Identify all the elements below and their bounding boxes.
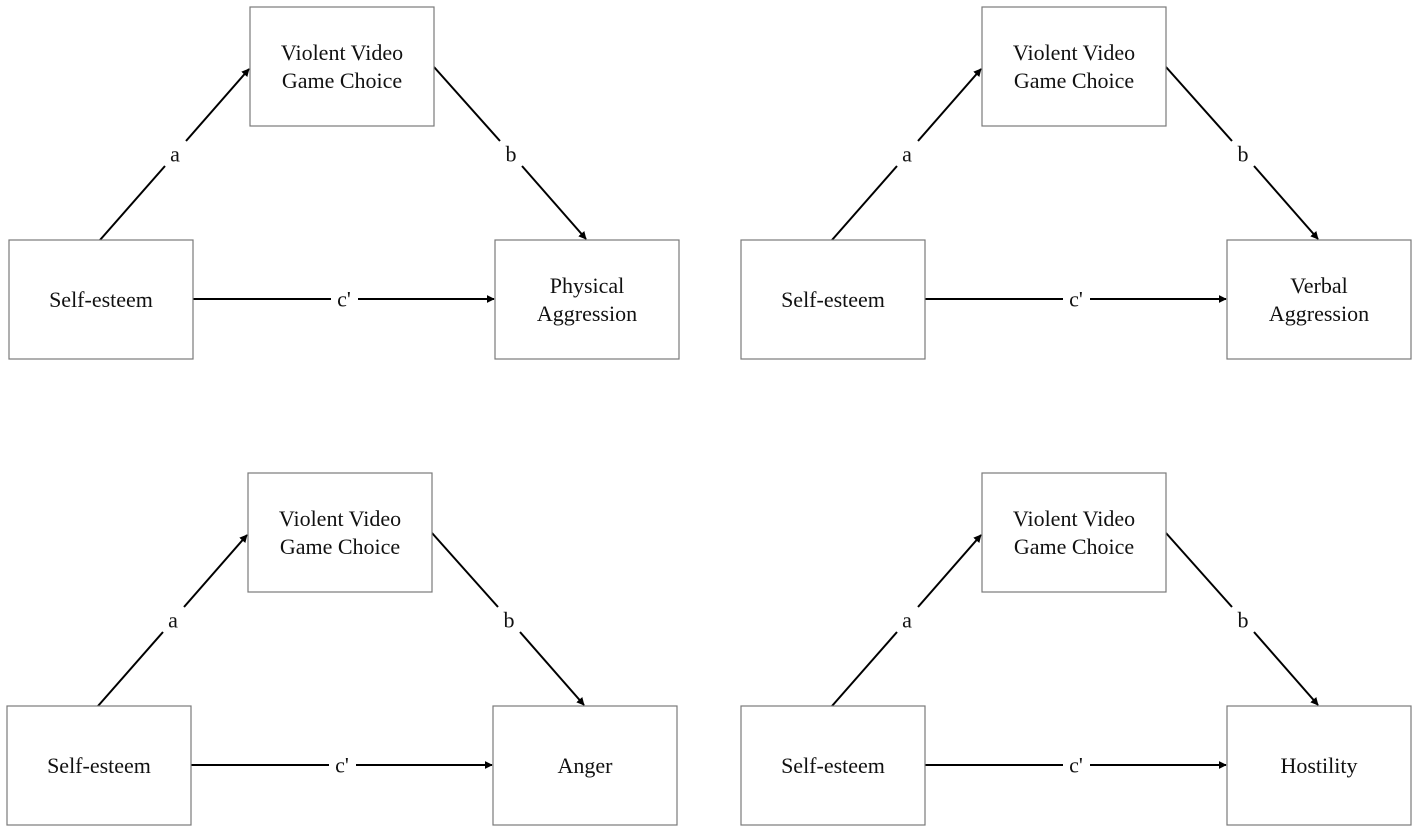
predictor-node-label: Self-esteem <box>49 287 153 312</box>
outcome-node-box <box>492 705 678 826</box>
predictor-node-box <box>6 705 192 826</box>
path-b-line <box>1165 532 1233 608</box>
mediator-node-label: Game Choice <box>1014 68 1134 93</box>
path-a-arrow <box>183 534 248 608</box>
path-b-line <box>433 66 501 142</box>
path-a-arrow <box>185 68 250 142</box>
outcome-node-label: Anger <box>558 753 614 778</box>
outcome-node: Hostility <box>1226 705 1412 826</box>
path-a-line <box>97 631 164 707</box>
predictor-node: Self-esteem <box>740 239 926 360</box>
path-b-arrow <box>1253 165 1319 240</box>
mediator-node-label: Violent Video <box>1013 506 1135 531</box>
path-b-arrow <box>519 631 585 706</box>
predictor-node: Self-esteem <box>6 705 192 826</box>
predictor-node-box <box>8 239 194 360</box>
outcome-node-label: Verbal <box>1290 273 1347 298</box>
path-b-arrow <box>1253 631 1319 706</box>
outcome-node-box <box>1226 239 1412 360</box>
path-a-label: a <box>902 608 912 633</box>
predictor-node: Self-esteem <box>740 705 926 826</box>
outcome-node-label: Aggression <box>1269 301 1369 326</box>
predictor-node-box <box>740 239 926 360</box>
predictor-node: Self-esteem <box>8 239 194 360</box>
path-a-line <box>831 631 898 707</box>
path-a-line <box>831 165 898 241</box>
path-b-line <box>431 532 499 608</box>
path-a-label: a <box>902 142 912 167</box>
path-b-line <box>1165 66 1233 142</box>
path-a-arrow <box>917 534 982 608</box>
path-b-label: b <box>504 608 515 633</box>
path-a-label: a <box>170 142 180 167</box>
predictor-node-label: Self-esteem <box>47 753 151 778</box>
mediator-node-label: Violent Video <box>281 40 403 65</box>
outcome-node: Anger <box>492 705 678 826</box>
mediator-node-box <box>249 6 435 127</box>
path-b-arrow <box>521 165 587 240</box>
path-a-label: a <box>168 608 178 633</box>
path-a-arrow <box>917 68 982 142</box>
mediator-node-label: Game Choice <box>280 534 400 559</box>
outcome-node-label: Hostility <box>1280 753 1357 778</box>
predictor-node-label: Self-esteem <box>781 753 885 778</box>
path-c-label: c' <box>1069 753 1083 778</box>
path-b-label: b <box>506 142 517 167</box>
path-c-label: c' <box>1069 287 1083 312</box>
path-b-label: b <box>1238 608 1249 633</box>
outcome-node-label: Physical <box>550 273 625 298</box>
mediator-node-label: Violent Video <box>279 506 401 531</box>
predictor-node-box <box>740 705 926 826</box>
outcome-node-box <box>1226 705 1412 826</box>
path-c-label: c' <box>335 753 349 778</box>
mediator-node-label: Game Choice <box>282 68 402 93</box>
mediator-node-label: Violent Video <box>1013 40 1135 65</box>
outcome-node-label: Aggression <box>537 301 637 326</box>
mediator-node-box <box>981 6 1167 127</box>
path-b-label: b <box>1238 142 1249 167</box>
outcome-node-box <box>494 239 680 360</box>
path-a-line <box>99 165 166 241</box>
mediator-node-box <box>247 472 433 593</box>
predictor-node-label: Self-esteem <box>781 287 885 312</box>
mediator-node-label: Game Choice <box>1014 534 1134 559</box>
mediator-node-box <box>981 472 1167 593</box>
path-c-label: c' <box>337 287 351 312</box>
